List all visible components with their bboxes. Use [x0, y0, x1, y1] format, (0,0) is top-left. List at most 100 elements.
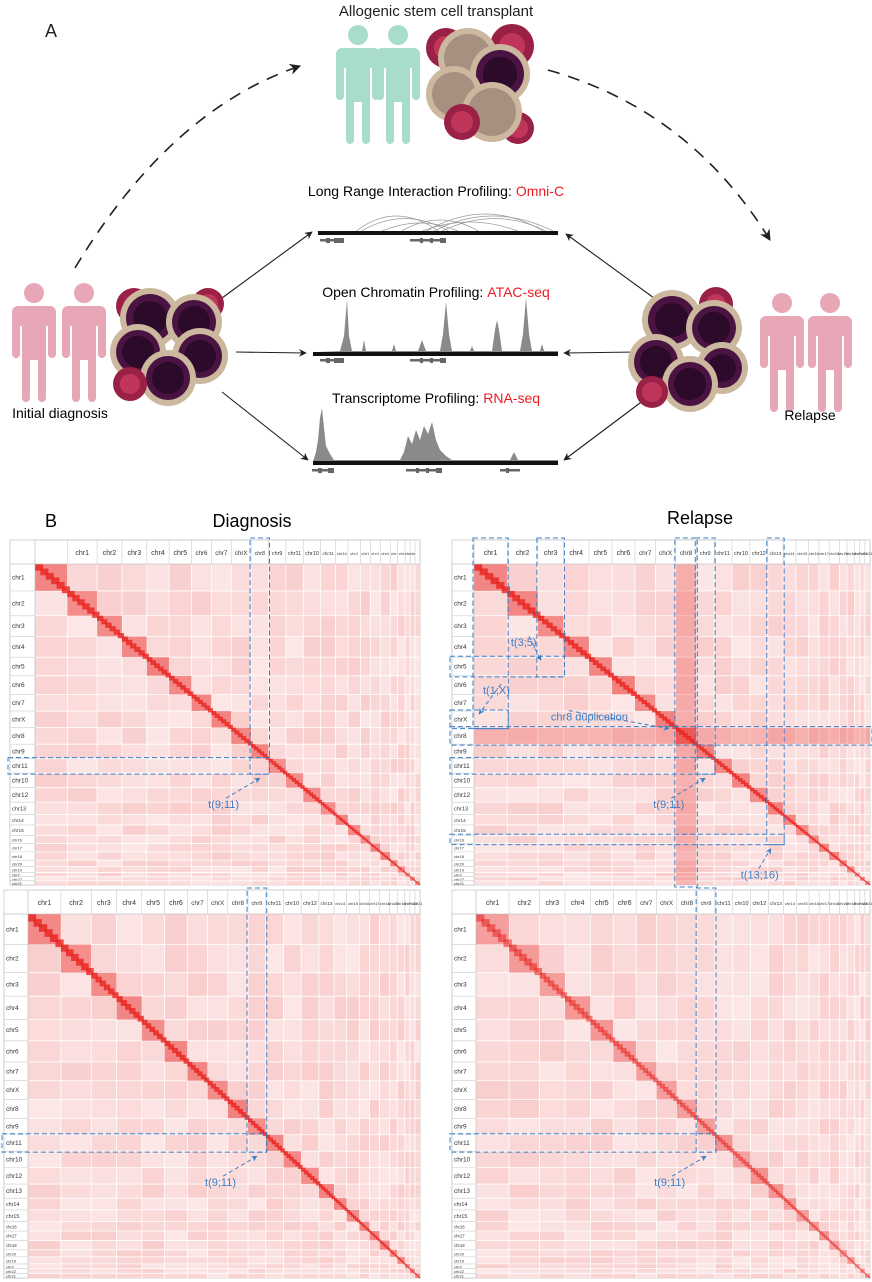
row-label-chr13: chr13: [454, 1188, 470, 1195]
row-label-chr6: chr6: [6, 1048, 19, 1055]
heatmap-annotations: [449, 537, 872, 888]
row-label-chr6: chr6: [12, 682, 25, 689]
row-label-chr7: chr7: [454, 700, 467, 707]
row-label-chr12: chr12: [454, 792, 471, 799]
col-label-chr16: chr16: [359, 901, 370, 906]
diagnosis-cell-cluster-icon: [110, 288, 228, 406]
col-label-chr16: chr1: [361, 551, 370, 556]
row-label-chr16: chr16: [454, 837, 465, 842]
row-label-chr7: chr7: [12, 700, 25, 707]
row-label-chr19: chr19: [454, 1258, 465, 1263]
col-label-chr3: chr3: [545, 900, 559, 907]
row-label-chr8: chr8: [12, 733, 25, 740]
row-label-chr4: chr4: [12, 644, 25, 651]
row-label-chr21: chr21: [6, 1274, 17, 1279]
col-label-chr15: chr15: [797, 551, 808, 556]
row-label-chr15: chr15: [6, 1214, 19, 1220]
col-label-chr15: chr15: [348, 901, 359, 906]
dashed-arrow-to-transplant: [74, 63, 302, 269]
row-label-chr18: chr18: [6, 1243, 17, 1248]
annotation-label: t(9;11): [654, 1177, 685, 1189]
row-label-chr12: chr12: [12, 792, 29, 799]
col-label-chr7: chr7: [640, 900, 653, 907]
row-label-chr17: chr17: [454, 1234, 465, 1239]
col-label-chr19: chr: [399, 551, 405, 556]
row-label-chr17: chr17: [12, 846, 23, 851]
row-label-chr18: chr18: [454, 1243, 465, 1248]
col-label-chr11: chr9: [272, 551, 283, 557]
col-label-chr21: chr21: [862, 901, 872, 906]
omni-c-heading: Long Range Interaction Profiling:Omni-C: [308, 183, 564, 199]
col-label-chr8: chr8: [232, 900, 245, 907]
relapse-cell-cluster-icon: [628, 287, 748, 412]
row-label-chr18: chr18: [12, 854, 23, 859]
col-label-chr12: chr12: [752, 901, 766, 907]
patient-people-icon: [12, 283, 106, 402]
heatmap-diagonal: [476, 914, 871, 1279]
col-label-chrY: chrY: [853, 901, 862, 906]
col-label-chr10: chr10: [735, 901, 749, 907]
col-label-chr7: chr6: [195, 550, 208, 557]
col-label-chr4: chr4: [122, 900, 136, 907]
row-label-chr1: chr1: [454, 926, 467, 933]
row-label-chr16: chr16: [454, 1224, 465, 1229]
row-label-chr18: chr18: [454, 854, 465, 859]
row-label-chr2: chr2: [454, 956, 467, 963]
col-label-chr16: chr16: [809, 551, 820, 556]
transplant-title: Allogenic stem cell transplant: [339, 3, 534, 20]
row-label-chr3: chr3: [6, 981, 19, 988]
col-label-chr9: chr9: [700, 551, 711, 557]
col-label-chr13: chr13: [321, 901, 333, 907]
col-label-chrX: chrX: [211, 900, 225, 907]
omni-c-method: Omni-C: [516, 183, 564, 199]
atac-track: [313, 352, 558, 356]
col-label-chr7: chr7: [191, 900, 204, 907]
rna-heading: Transcriptome Profiling:RNA-seq: [332, 390, 540, 406]
row-label-chr20: chr20: [454, 1251, 465, 1256]
heatmap-annotations: [449, 887, 717, 1153]
col-label-chrX: chrX: [660, 900, 674, 907]
row-label-chr10: chr10: [6, 1156, 23, 1163]
col-label-chr3: chr3: [97, 900, 111, 907]
col-label-chr14: chr14: [335, 901, 346, 906]
panel-b-label: B: [45, 511, 57, 531]
col-label-chr17: chr1: [371, 551, 380, 556]
heatmap-row-labels: chr1chr2chr3chr4chr5chr6chr7chrXchr8chr9…: [3, 913, 29, 1279]
rna-signal: [313, 408, 558, 463]
col-label-chr2: chr2: [517, 900, 531, 907]
col-label-chr1: chr1: [38, 900, 52, 907]
row-label-chr14: chr14: [454, 818, 466, 823]
col-label-chr20: chr20: [838, 901, 849, 906]
row-label-chr14: chr14: [454, 1202, 467, 1208]
row-label-chr19: chr19: [12, 867, 23, 872]
heatmap-row-labels: chr1chr2chr3chr4chr5chr6chr7chrXchr8chr9…: [451, 913, 477, 1279]
row-label-chr1: chr1: [454, 574, 467, 581]
col-label-chr1: chr1: [486, 900, 500, 907]
row-label-chr17: chr17: [454, 846, 465, 851]
row-label-chr22: chr22: [454, 877, 465, 882]
col-label-chr3: chr2: [103, 550, 117, 557]
col-label-chr20: chr20: [388, 901, 399, 906]
col-label-chr18: chr18: [829, 551, 840, 556]
initial-diagnosis-caption: Initial diagnosis: [12, 405, 108, 421]
heatmap-background: [474, 564, 870, 885]
row-label-chr11: chr11: [12, 763, 28, 770]
row-label-chr9: chr9: [12, 748, 25, 755]
row-label-chr17: chr17: [6, 1234, 17, 1239]
col-label-chr17: chr17: [819, 551, 830, 556]
heatmap-annotations: [1, 887, 268, 1153]
col-label-chr7: chr7: [639, 550, 652, 557]
row-label-chr19: chr19: [6, 1258, 17, 1263]
col-label-chr17: chr17: [819, 901, 830, 906]
row-label-chr2: chr2: [12, 600, 25, 607]
omni-c-track: [318, 231, 558, 235]
omni-c-label: Long Range Interaction Profiling:: [308, 183, 512, 199]
col-label-chr8: chrX: [235, 550, 248, 557]
row-label-chr11: chr11: [6, 1140, 22, 1147]
dashed-arrow-to-relapse: [547, 69, 771, 241]
row-label-chr11: chr11: [454, 763, 470, 770]
